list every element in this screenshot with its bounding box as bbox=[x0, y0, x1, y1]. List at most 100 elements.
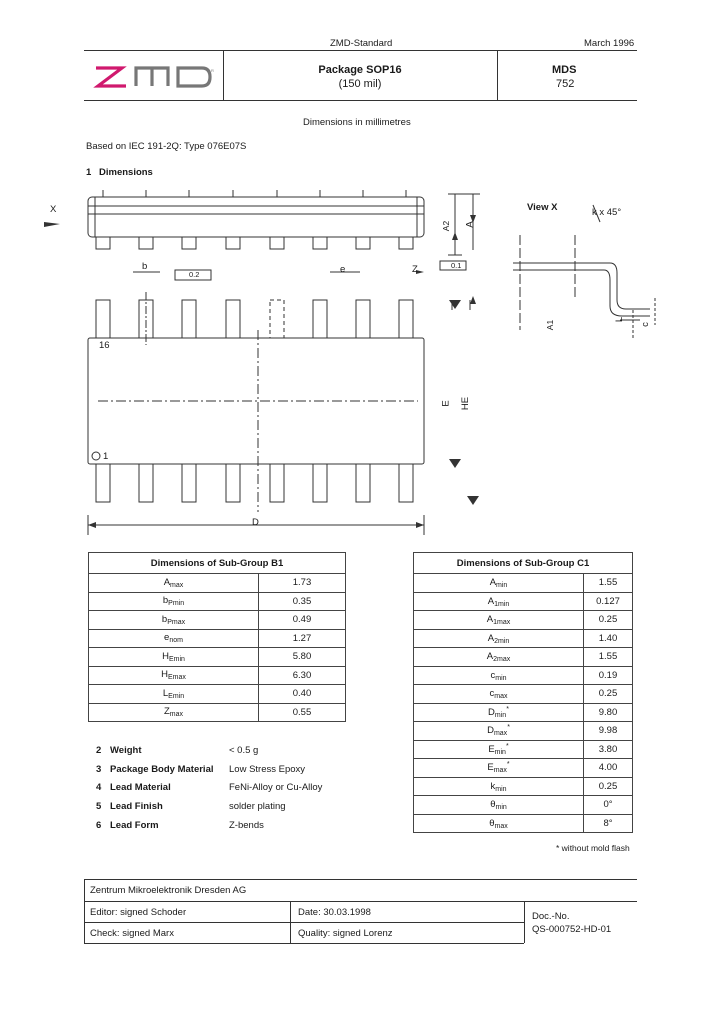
section-1-title: Dimensions bbox=[99, 167, 153, 178]
dimension-symbol: Zmax bbox=[88, 702, 259, 722]
symbol-subscript: 2min bbox=[494, 637, 510, 645]
symbol-letter: H bbox=[162, 650, 169, 662]
mds-label: MDS bbox=[552, 64, 577, 76]
dimension-symbol: cmax bbox=[413, 684, 584, 704]
property-number: 5 bbox=[96, 801, 102, 813]
tolerance-0-1: 0.1 bbox=[451, 261, 462, 270]
symbol-superscript: * bbox=[506, 705, 509, 713]
symbol-subscript: max bbox=[494, 693, 508, 701]
footer-rule-3 bbox=[84, 922, 524, 923]
units-note: Dimensions in millimetres bbox=[303, 117, 411, 128]
dimension-value: 6.30 bbox=[258, 665, 346, 685]
symbol-subscript: Emin bbox=[168, 655, 185, 663]
dimension-symbol: kmin bbox=[413, 776, 584, 796]
property-label: Weight bbox=[110, 745, 142, 756]
property-value: Low Stress Epoxy bbox=[229, 763, 306, 775]
dim-label-c: c bbox=[639, 322, 651, 327]
symbol-letter: D bbox=[488, 706, 495, 718]
symbol-letter: D bbox=[487, 725, 494, 737]
tolerance-0-2: 0.2 bbox=[189, 270, 200, 279]
footer-quality: Quality: signed Lorenz bbox=[298, 928, 393, 939]
dimension-symbol: θmax bbox=[413, 813, 584, 833]
based-on-note: Based on IEC 191-2Q: Type 076E07S bbox=[86, 141, 247, 152]
dim-label-e: e bbox=[340, 264, 346, 275]
footer-check: Check: signed Marx bbox=[90, 928, 174, 939]
symbol-letter: E bbox=[487, 762, 494, 774]
package-title: Package SOP16 bbox=[318, 64, 402, 76]
dimension-value: 0.35 bbox=[258, 591, 346, 611]
symbol-subscript: Emax bbox=[167, 674, 186, 682]
footer-divider-right bbox=[524, 901, 525, 943]
symbol-letter: Z bbox=[163, 706, 170, 718]
pin-16-label: 16 bbox=[99, 340, 110, 351]
symbol-letter: L bbox=[162, 687, 169, 699]
footer-rule-4 bbox=[84, 943, 524, 944]
dimension-symbol: enom bbox=[88, 628, 259, 648]
standard-label: ZMD-Standard bbox=[330, 38, 393, 49]
property-number: 2 bbox=[96, 745, 102, 756]
dim-label-b: b bbox=[142, 261, 148, 272]
footer-rule-2 bbox=[84, 901, 637, 902]
dim-label-a1: A1 bbox=[545, 319, 556, 331]
dim-label-z: Z bbox=[412, 264, 418, 275]
dim-label-big-e: E bbox=[440, 400, 452, 407]
property-value: < 0.5 g bbox=[229, 745, 259, 756]
symbol-subscript: min bbox=[495, 804, 507, 812]
symbol-subscript: max bbox=[169, 711, 184, 719]
footer-divider-mid bbox=[290, 901, 291, 943]
footer-doc-label: Doc.-No. bbox=[532, 911, 570, 922]
symbol-subscript: max bbox=[494, 822, 508, 830]
dimension-symbol: bPmax bbox=[88, 610, 259, 630]
dimension-value: 1.40 bbox=[583, 628, 633, 648]
footer-rule-1 bbox=[84, 879, 637, 880]
svg-text:R: R bbox=[211, 68, 214, 73]
property-number: 6 bbox=[96, 819, 102, 831]
dim-label-d: D bbox=[252, 517, 259, 528]
symbol-superscript: * bbox=[506, 761, 510, 769]
dimension-symbol: θmin bbox=[413, 795, 584, 815]
dimension-value: 9.98 bbox=[583, 721, 633, 741]
symbol-subscript: min bbox=[494, 711, 507, 719]
section-1-number: 1 bbox=[86, 167, 92, 178]
dimension-symbol: Dmin* bbox=[413, 702, 584, 722]
angle-label: k x 45° bbox=[592, 207, 622, 218]
symbol-subscript: min bbox=[496, 582, 508, 590]
symbol-superscript: * bbox=[505, 742, 509, 750]
symbol-letter: c bbox=[490, 669, 496, 681]
symbol-letter: c bbox=[489, 688, 495, 700]
dimension-value: 8° bbox=[583, 813, 633, 833]
symbol-superscript: * bbox=[507, 724, 510, 732]
property-value: Z-bends bbox=[229, 819, 264, 831]
dimension-symbol: A2min bbox=[413, 628, 584, 648]
symbol-subscript: min bbox=[495, 785, 507, 793]
footer-editor: Editor: signed Schoder bbox=[90, 907, 187, 918]
symbol-letter: b bbox=[161, 613, 168, 625]
dimension-symbol: Dmax* bbox=[413, 721, 584, 741]
dimension-symbol: LEmin bbox=[88, 684, 259, 704]
property-value: FeNi-Alloy or Cu-Alloy bbox=[229, 782, 323, 794]
symbol-letter: A bbox=[486, 651, 494, 663]
dimension-value: 0.49 bbox=[258, 610, 346, 630]
property-number: 4 bbox=[96, 782, 102, 794]
header-bottom-rule bbox=[84, 100, 637, 101]
table-c1-title: Dimensions of Sub-Group C1 bbox=[413, 552, 633, 574]
dimension-value: 1.27 bbox=[258, 628, 346, 648]
dimension-symbol: Emax* bbox=[413, 758, 584, 778]
table-row: Dmin*9.80 bbox=[413, 702, 633, 722]
dimension-value: 1.73 bbox=[258, 573, 346, 593]
dim-label-he: HE bbox=[460, 396, 472, 411]
dimension-value: 0.19 bbox=[583, 665, 633, 685]
dimension-value: 0° bbox=[583, 795, 633, 815]
symbol-letter: θ bbox=[489, 817, 495, 829]
header-divider-1 bbox=[223, 50, 224, 100]
